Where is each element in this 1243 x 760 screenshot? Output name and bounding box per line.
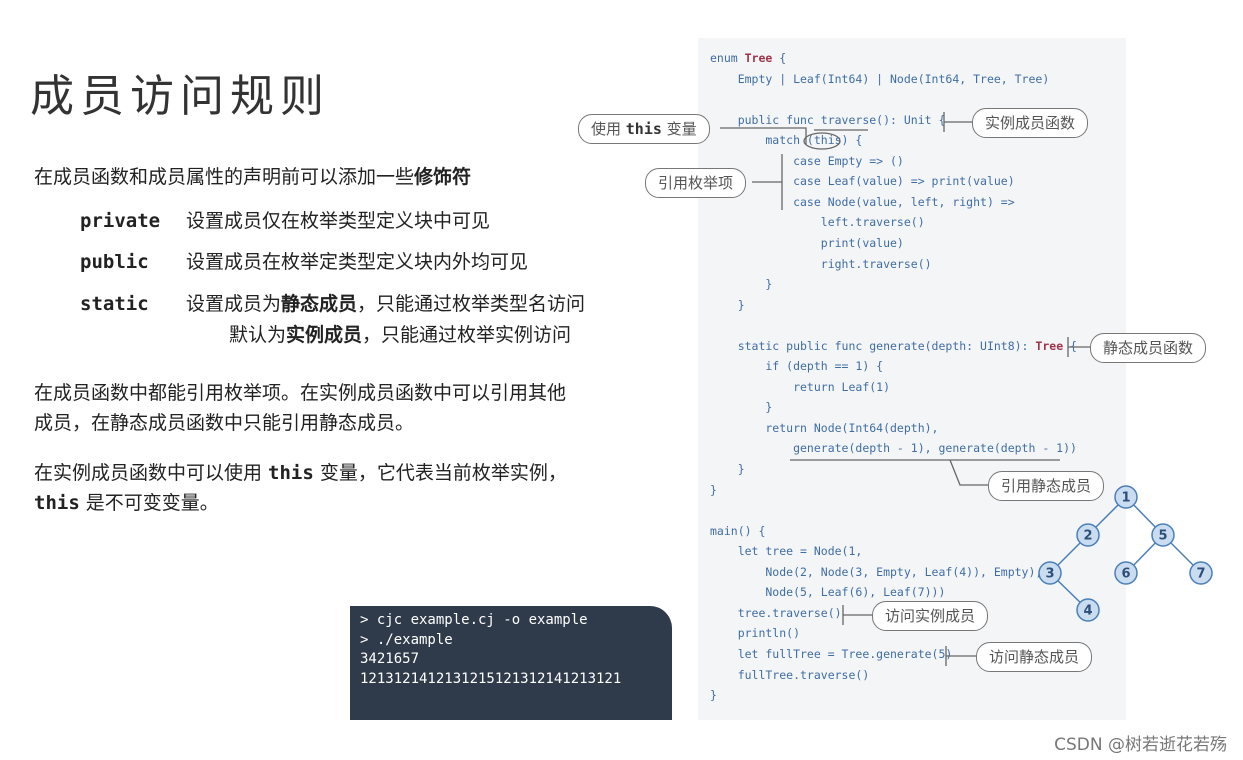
tree-node-label: 2 — [1083, 529, 1092, 544]
code-line: fullTree.traverse() — [710, 667, 870, 682]
callout-post: 变量 — [661, 120, 697, 138]
para3-b: 变量，它代表当前枚举实例， — [313, 462, 567, 484]
code-line: if (depth == 1) { — [710, 359, 884, 374]
code-line: return Leaf(1) — [710, 379, 891, 394]
code-line: case Empty => () — [710, 153, 904, 168]
tree-node-label: 1 — [1121, 491, 1130, 506]
modifier-private: private 设置成员仅在枚举类型定义块中可见 — [80, 206, 490, 236]
code-line: Node(2, Node(3, Empty, Leaf(4)), Empty), — [710, 564, 1043, 579]
code-line: Empty | Leaf(Int64) | Node(Int64, Tree, … — [710, 71, 1050, 86]
terminal-output: > cjc example.cj -o example > ./example … — [350, 606, 672, 720]
code-line: generate(depth - 1), generate(depth - 1)… — [710, 441, 1077, 456]
callout-access-static: 访问静态成员 — [976, 642, 1093, 672]
code-line: static public func generate(depth: UInt8… — [710, 338, 1077, 353]
callout-pre: 使用 — [591, 120, 626, 138]
code-line: return Node(Int64(depth), — [710, 420, 939, 435]
paragraph-this: 在实例成员函数中可以使用 this 变量，它代表当前枚举实例，this 是不可变… — [34, 458, 654, 518]
tree-edges — [1049, 496, 1202, 611]
terminal-line: 1213121412131215121312141213121 — [360, 670, 622, 687]
callout-access-instance: 访问实例成员 — [872, 601, 989, 631]
tree-node — [1114, 561, 1138, 585]
default-line: 默认为实例成员，只能通过枚举实例访问 — [229, 320, 571, 350]
code-line: case Leaf(value) => print(value) — [710, 174, 1015, 189]
modifier-desc: 设置成员在枚举定类型定义块内外均可见 — [186, 251, 529, 273]
modifier-name: public — [80, 251, 149, 273]
code-line: Node(5, Leaf(6), Leaf(7))) — [710, 585, 946, 600]
tree-node — [1076, 523, 1100, 547]
tree-node-label: 5 — [1158, 529, 1167, 544]
intro-text: 在成员函数和成员属性的声明前可以添加一些 — [34, 166, 415, 188]
tree-node — [1038, 561, 1062, 585]
callout-ref-static: 引用静态成员 — [988, 471, 1105, 501]
modifier-desc: 设置成员仅在枚举类型定义块中可见 — [186, 210, 491, 232]
code-line: } — [710, 482, 717, 497]
paragraph-enum-reference: 在成员函数中都能引用枚举项。在实例成员函数中可以引用其他 成员，在静态成员函数中… — [34, 378, 566, 438]
tree-node-label: 6 — [1121, 567, 1130, 582]
code-line: public func traverse(): Unit { — [710, 112, 946, 127]
tree-nodes: 1 2 5 3 6 7 4 — [1038, 485, 1213, 622]
code-line: print(value) — [710, 235, 904, 250]
code-type-name: Tree — [744, 51, 773, 65]
connector-ref-static — [949, 459, 988, 486]
callout-ref-enum: 引用枚举项 — [645, 168, 747, 198]
code-line: case Node(value, left, right) => — [710, 194, 1015, 209]
this-keyword: this — [268, 462, 314, 484]
this-keyword: this — [34, 492, 80, 514]
modifier-name: private — [80, 210, 161, 232]
tree-node — [1189, 561, 1213, 585]
code-line: right.traverse() — [710, 256, 932, 271]
connectors — [720, 112, 1090, 666]
modifier-name: static — [80, 293, 149, 315]
callout-this-var: 使用 this 变量 — [578, 114, 710, 144]
code-line: } — [710, 462, 745, 476]
tree-node — [1076, 598, 1100, 622]
tree-node-label: 4 — [1083, 604, 1092, 619]
default-post: ，只能通过枚举实例访问 — [362, 324, 572, 346]
tree-node — [1151, 523, 1175, 547]
connector-this — [720, 127, 807, 144]
code-line: } — [710, 297, 745, 312]
page-title: 成员访问规则 — [30, 71, 330, 122]
intro-bold: 修饰符 — [414, 166, 472, 188]
code-line: } — [710, 688, 717, 703]
code-line: let fullTree = Tree.generate(5) — [710, 646, 953, 661]
watermark: CSDN @树若逝花若殇 — [1054, 735, 1227, 755]
modifier-desc-pre: 设置成员为 — [186, 293, 282, 315]
code-line: println() — [710, 626, 801, 641]
code-line: } — [710, 400, 773, 415]
code-type-name: Tree — [1035, 338, 1064, 353]
paragraph-line: 在成员函数中都能引用枚举项。在实例成员函数中可以引用其他 — [34, 382, 567, 404]
modifier-desc-bold: 静态成员 — [281, 293, 358, 315]
code-line: main() { — [710, 523, 766, 538]
para3-c: 是不可变变量。 — [79, 492, 219, 514]
modifier-static: static 设置成员为静态成员，只能通过枚举类型名访问 — [80, 289, 585, 319]
code-line: tree.traverse() — [710, 605, 842, 620]
code-line: } — [710, 277, 773, 292]
callout-instance-func: 实例成员函数 — [972, 108, 1089, 138]
terminal-line: 3421657 — [360, 651, 420, 667]
default-bold: 实例成员 — [286, 324, 363, 346]
callout-static-func: 静态成员函数 — [1090, 333, 1207, 363]
terminal-line: > cjc example.cj -o example — [360, 612, 588, 628]
code-line: let tree = Node(1, — [710, 544, 863, 559]
code-panel: enum Tree { Empty | Leaf(Int64) | Node(I… — [698, 38, 1126, 720]
callout-kw: this — [625, 120, 662, 138]
para3-a: 在实例成员函数中可以使用 — [34, 462, 269, 484]
code-line: enum Tree { — [710, 51, 787, 65]
paragraph-line: 成员，在静态成员函数中只能引用静态成员。 — [34, 412, 415, 434]
intro-paragraph: 在成员函数和成员属性的声明前可以添加一些修饰符 — [34, 162, 471, 192]
modifier-public: public 设置成员在枚举定类型定义块内外均可见 — [80, 247, 528, 277]
tree-node — [1114, 485, 1138, 509]
terminal-line: > ./example — [360, 631, 453, 648]
tree-node-label: 3 — [1045, 567, 1054, 582]
default-pre: 默认为 — [229, 324, 287, 346]
modifier-desc-post: ，只能通过枚举类型名访问 — [357, 293, 586, 315]
tree-node-label: 7 — [1196, 567, 1205, 582]
code-line: left.traverse() — [710, 215, 925, 230]
this-highlight — [803, 132, 841, 150]
